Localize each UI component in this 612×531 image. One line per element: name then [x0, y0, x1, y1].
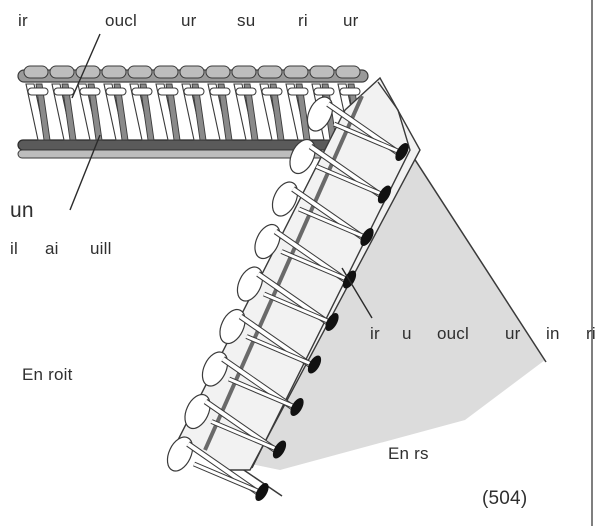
diagonal-thread-2-fill	[298, 207, 366, 239]
diagonal-thread-2-fill	[333, 122, 401, 154]
stitch-knot	[377, 185, 392, 204]
label-top-3: ur	[181, 11, 197, 30]
stitch-shadow	[35, 83, 51, 141]
stitch-knot	[290, 397, 304, 417]
label-top-5: ri	[298, 11, 308, 30]
top-loop	[205, 65, 231, 79]
cross-stitch	[313, 87, 335, 96]
side-loop	[219, 308, 246, 345]
figure-number: (504)	[482, 488, 528, 509]
stitch-knot	[307, 355, 322, 374]
side-loop	[306, 96, 334, 132]
cross-stitch	[183, 87, 205, 96]
side-loop	[289, 138, 316, 175]
top-loop	[309, 65, 335, 79]
label-top-1: ir	[18, 11, 28, 30]
cross-stitch	[209, 87, 231, 96]
cross-stitch	[105, 87, 127, 96]
cross-stitch	[261, 87, 283, 96]
diagonal-thread-2-fill	[245, 335, 314, 366]
stitch-shadow	[191, 83, 207, 141]
fabric-edge-line	[409, 151, 547, 363]
top-loop	[335, 65, 361, 79]
side-loop	[201, 351, 229, 387]
stitch-shadow	[217, 83, 233, 141]
top-loop	[283, 65, 309, 79]
pointer-line-top	[71, 33, 101, 99]
label-en-rs: En rs	[388, 444, 429, 463]
stitch-knot	[325, 312, 339, 332]
stitch-shadow	[165, 83, 181, 141]
cross-stitch	[79, 87, 101, 96]
top-loop	[101, 65, 127, 79]
stitch-knot	[360, 227, 374, 247]
top-loop	[49, 65, 75, 79]
top-loop	[179, 65, 205, 79]
label-top-4: su	[237, 11, 256, 30]
cross-stitch	[339, 87, 361, 96]
side-loop	[254, 223, 281, 260]
stitch-knot	[255, 482, 269, 502]
diagonal-thread-2-fill	[280, 250, 349, 281]
label-left-small-3: uill	[90, 239, 112, 258]
stitch-shadow	[139, 83, 155, 141]
label-mid-1: ir	[370, 324, 380, 343]
label-mid-5: in	[546, 324, 560, 343]
label-top-6: ur	[343, 11, 359, 30]
stitch-shadow	[113, 83, 129, 141]
top-loop	[231, 65, 257, 79]
pointer-line-middle	[341, 267, 373, 319]
stitch-shadow	[269, 83, 285, 141]
stitch-knot	[272, 440, 287, 459]
label-left-small-1: il	[10, 239, 18, 258]
pointer-line-left	[69, 134, 101, 211]
stitch-shadow	[243, 83, 259, 141]
diagonal-thread-2-fill	[228, 377, 296, 409]
diagonal-thread-2-fill	[193, 462, 261, 494]
cross-stitch	[157, 87, 179, 96]
diagonal-thread-2-fill	[315, 165, 384, 196]
cross-stitch	[287, 87, 309, 96]
top-loop	[75, 65, 101, 79]
fabric-reverse-side	[232, 96, 545, 470]
stitch-shadow	[61, 83, 77, 141]
label-left-big: un	[10, 199, 34, 222]
diagonal-thread-2-fill	[263, 292, 331, 324]
side-loop	[271, 181, 299, 217]
side-loop	[236, 266, 264, 302]
label-mid-3: oucl	[437, 324, 469, 343]
diagonal-stitch-band	[166, 76, 421, 502]
label-en-roit: En roit	[22, 365, 73, 384]
label-left-small-2: ai	[45, 239, 59, 258]
cross-stitch	[235, 87, 257, 96]
top-loop	[153, 65, 179, 79]
stitch-shadow	[87, 83, 103, 141]
side-loop	[166, 436, 194, 472]
label-mid-2: u	[402, 324, 412, 343]
cross-stitch	[27, 87, 49, 96]
diagonal-thread-2-fill	[210, 420, 279, 451]
side-loop	[184, 393, 211, 430]
top-loop	[127, 65, 153, 79]
cross-stitch	[131, 87, 153, 96]
label-mid-6: ri	[586, 324, 596, 343]
label-top-2: oucl	[105, 11, 137, 30]
top-loop	[257, 65, 283, 79]
cross-stitch	[53, 87, 75, 96]
top-loop	[23, 65, 49, 79]
stitch-knot	[395, 142, 409, 162]
label-mid-4: ur	[505, 324, 521, 343]
